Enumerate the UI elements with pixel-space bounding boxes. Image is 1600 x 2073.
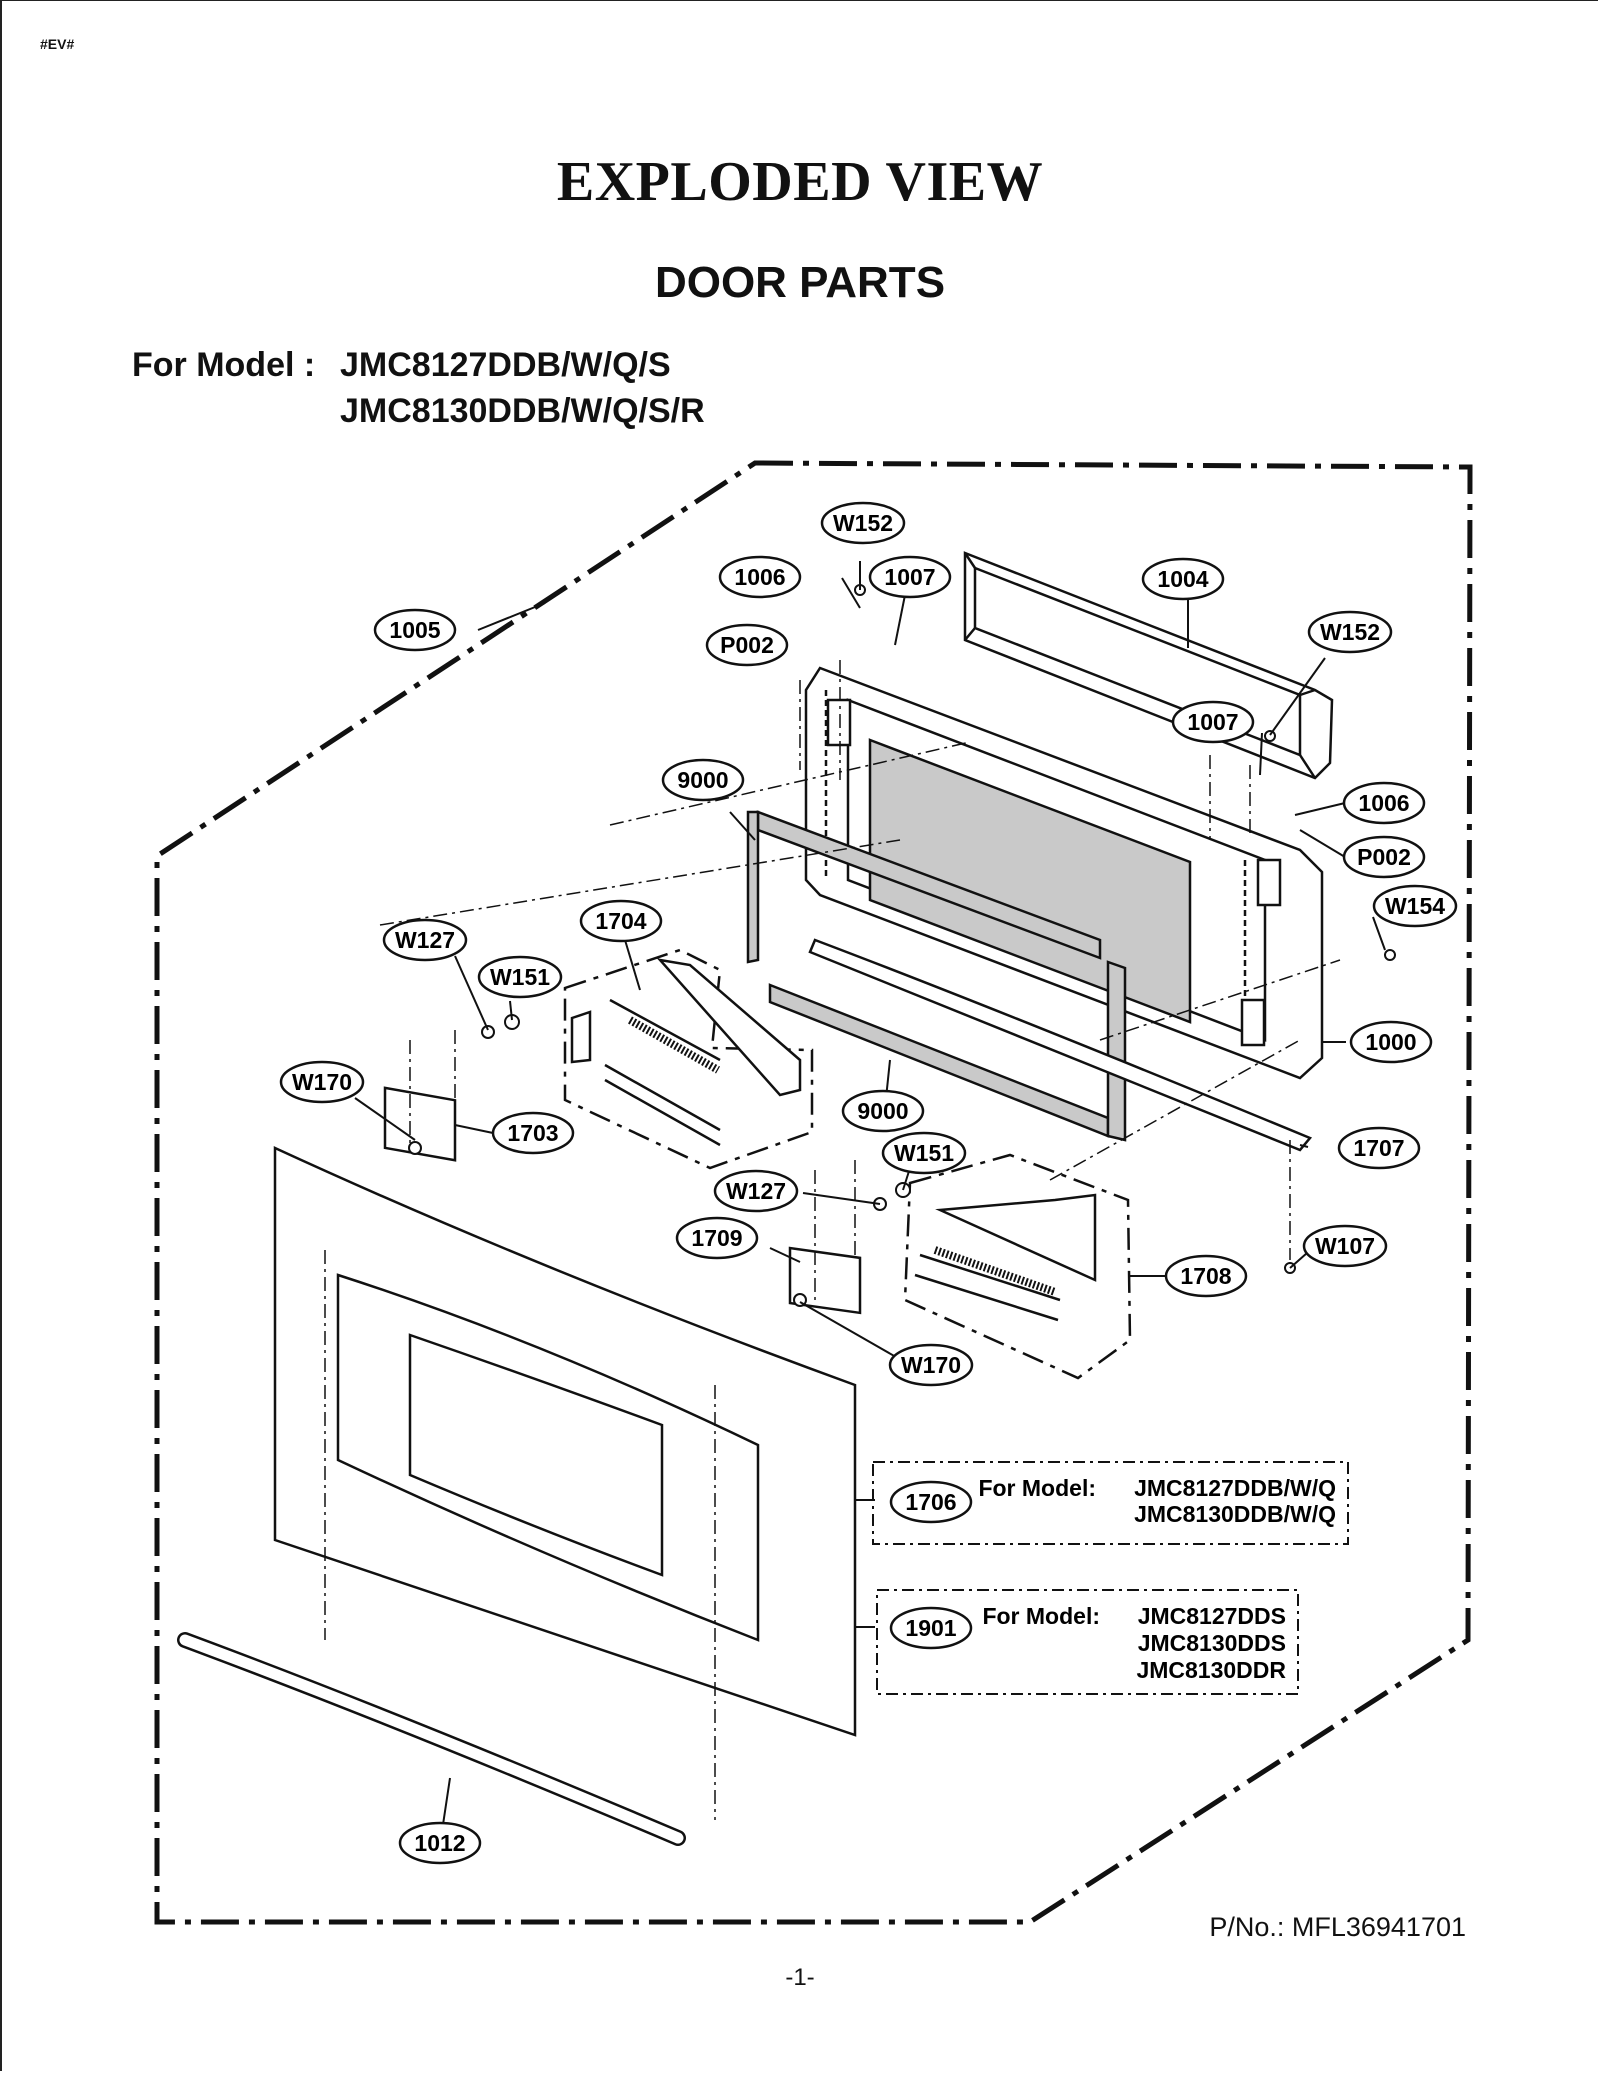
svg-text:1006: 1006 bbox=[1358, 790, 1409, 816]
svg-text:1007: 1007 bbox=[884, 564, 935, 590]
door-panel-1000 bbox=[804, 666, 1324, 1080]
callout-1704: 1704 bbox=[579, 899, 663, 943]
svg-text:W152: W152 bbox=[833, 510, 893, 536]
callout-1007-top: 1007 bbox=[868, 555, 952, 599]
callout-1007-right: 1007 bbox=[1171, 700, 1255, 744]
callout-1012: 1012 bbox=[398, 1821, 482, 1865]
svg-text:1706: 1706 bbox=[905, 1489, 956, 1515]
callout-1006-right: 1006 bbox=[1342, 781, 1426, 825]
callout-W151-bottom: W151 bbox=[881, 1131, 967, 1175]
callout-W152-right: W152 bbox=[1307, 610, 1393, 654]
svg-text:W107: W107 bbox=[1315, 1233, 1375, 1259]
callout-W152-top: W152 bbox=[820, 501, 906, 545]
svg-text:W154: W154 bbox=[1385, 893, 1445, 919]
svg-text:JMC8127DDB/W/Q: JMC8127DDB/W/Q bbox=[1134, 1475, 1336, 1501]
callout-9000-bottom: 9000 bbox=[841, 1089, 925, 1133]
svg-text:For Model:: For Model: bbox=[982, 1603, 1100, 1629]
callout-W127-left: W127 bbox=[382, 918, 468, 962]
callout-P002-right: P002 bbox=[1342, 835, 1426, 879]
page-number: -1- bbox=[785, 1964, 815, 1991]
callout-W154: W154 bbox=[1372, 884, 1458, 928]
callout-W151-left: W151 bbox=[477, 955, 563, 999]
svg-text:JMC8130DDS: JMC8130DDS bbox=[1138, 1630, 1286, 1656]
callout-1006-top: 1006 bbox=[718, 555, 802, 599]
callout-1709: 1709 bbox=[675, 1216, 759, 1260]
svg-text:For Model:: For Model: bbox=[978, 1475, 1096, 1501]
bracket-1709 bbox=[788, 1246, 862, 1315]
part-number: P/No.: MFL36941701 bbox=[1209, 1912, 1466, 1942]
svg-text:P002: P002 bbox=[720, 632, 774, 658]
svg-text:W127: W127 bbox=[395, 927, 455, 953]
svg-text:1708: 1708 bbox=[1180, 1263, 1231, 1289]
svg-text:JMC8130DDR: JMC8130DDR bbox=[1136, 1657, 1286, 1683]
svg-text:1707: 1707 bbox=[1353, 1135, 1404, 1161]
model-number-1: JMC8127DDB/W/Q/S bbox=[340, 346, 671, 384]
callout-1707: 1707 bbox=[1337, 1126, 1421, 1170]
model-number-2: JMC8130DDB/W/Q/S/R bbox=[340, 392, 705, 430]
svg-text:9000: 9000 bbox=[857, 1098, 908, 1124]
page-title: EXPLODED VIEW bbox=[556, 151, 1044, 213]
svg-text:P002: P002 bbox=[1357, 844, 1411, 870]
callout-1005: 1005 bbox=[373, 608, 457, 652]
svg-text:9000: 9000 bbox=[677, 767, 728, 793]
hinge-assembly-1704 bbox=[563, 948, 814, 1170]
svg-text:W170: W170 bbox=[292, 1069, 352, 1095]
callout-P002-top: P002 bbox=[705, 623, 789, 667]
svg-text:1901: 1901 bbox=[905, 1615, 956, 1641]
hinge-assembly-1708 bbox=[903, 1153, 1132, 1380]
document-tag: #EV# bbox=[40, 36, 75, 52]
callout-W170-bottom: W170 bbox=[888, 1343, 974, 1387]
svg-text:1704: 1704 bbox=[595, 908, 646, 934]
svg-text:1000: 1000 bbox=[1365, 1029, 1416, 1055]
callout-W127-bottom: W127 bbox=[713, 1169, 799, 1213]
svg-text:W170: W170 bbox=[901, 1352, 961, 1378]
callout-1901: 1901 bbox=[889, 1606, 973, 1650]
page-subtitle: DOOR PARTS bbox=[654, 258, 946, 307]
callout-W170-left: W170 bbox=[279, 1060, 365, 1104]
svg-text:W127: W127 bbox=[726, 1178, 786, 1204]
model-note-1706: For Model: JMC8127DDB/W/Q JMC8130DDB/W/Q bbox=[872, 1461, 1349, 1545]
model-label: For Model : bbox=[132, 346, 316, 384]
svg-text:1007: 1007 bbox=[1187, 709, 1238, 735]
svg-text:JMC8130DDB/W/Q: JMC8130DDB/W/Q bbox=[1134, 1501, 1336, 1527]
svg-text:1012: 1012 bbox=[414, 1830, 465, 1856]
callout-1703: 1703 bbox=[491, 1111, 575, 1155]
svg-text:W151: W151 bbox=[894, 1140, 954, 1166]
svg-text:1006: 1006 bbox=[734, 564, 785, 590]
svg-text:JMC8127DDS: JMC8127DDS bbox=[1138, 1603, 1286, 1629]
svg-text:1703: 1703 bbox=[507, 1120, 558, 1146]
callout-1004: 1004 bbox=[1141, 557, 1225, 601]
svg-text:W151: W151 bbox=[490, 964, 550, 990]
svg-text:1005: 1005 bbox=[389, 617, 440, 643]
svg-text:1004: 1004 bbox=[1157, 566, 1208, 592]
callout-W107: W107 bbox=[1302, 1224, 1388, 1268]
assembly-boundary bbox=[154, 460, 1473, 1925]
callout-1706: 1706 bbox=[889, 1480, 973, 1524]
model-note-1901: For Model: JMC8127DDS JMC8130DDS JMC8130… bbox=[876, 1589, 1299, 1695]
callout-9000-top: 9000 bbox=[661, 758, 745, 802]
svg-text:1709: 1709 bbox=[691, 1225, 742, 1251]
svg-text:W152: W152 bbox=[1320, 619, 1380, 645]
outer-door-1005 bbox=[273, 1146, 857, 1737]
callout-1000: 1000 bbox=[1349, 1020, 1433, 1064]
callout-1708: 1708 bbox=[1164, 1254, 1248, 1298]
rail-1707 bbox=[808, 938, 1313, 1152]
